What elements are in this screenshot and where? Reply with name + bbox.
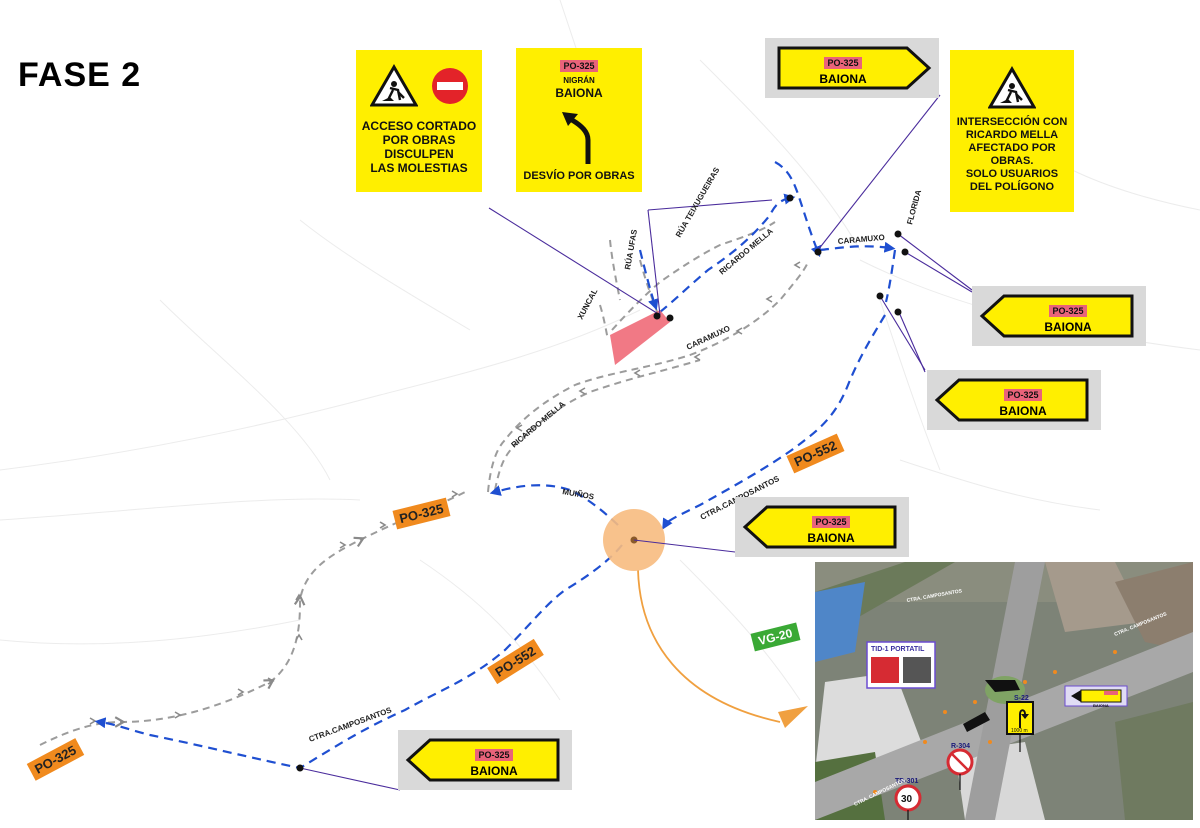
street-label-xuncal: XUNCAL [576, 287, 600, 321]
aerial-inset-map: TID-1 PORTATIL S-22 1000 m R-304 TR-301 … [815, 562, 1193, 820]
direction-sign-right2-box: PO-325 BAIONA [927, 370, 1101, 430]
junction-points [296, 194, 909, 772]
direction-sign-mid-box: PO-325 BAIONA [735, 497, 909, 557]
sign-intersection-line-1: INTERSECCIÓN CON [956, 116, 1068, 128]
sign-intersection-line-4: OBRAS. [990, 155, 1034, 167]
sign-road-closed-icons [356, 50, 482, 110]
street-label-caramuxo-mid: CARAMUXO [685, 324, 731, 352]
direction-sign-bottom-code: PO-325 [475, 749, 513, 761]
sign-intersection-line-6: DEL POLÍGONO [969, 181, 1055, 193]
no-entry-icon [432, 68, 468, 104]
roadworks-warning-icon [988, 66, 1036, 109]
inset-s22-label: S-22 [1014, 695, 1029, 702]
sign-detour-line-1: NIGRÁN [563, 76, 595, 85]
sign-intersection-text: INTERSECCIÓN CON RICARDO MELLA AFECTADO … [950, 116, 1074, 194]
sign-road-closed-line-1: ACCESO CORTADO [361, 119, 477, 133]
street-label-rua-teixugueiras: RÚA TEIXUGUEIRAS [674, 165, 722, 239]
sign-road-closed-line-2: POR OBRAS [382, 133, 456, 147]
sign-road-closed-text: ACCESO CORTADO POR OBRAS DISCULPEN LAS M… [356, 119, 482, 175]
inset-tr301-label: TR-301 [895, 778, 918, 785]
sign-intersection: INTERSECCIÓN CON RICARDO MELLA AFECTADO … [950, 50, 1074, 212]
direction-sign-right1-code: PO-325 [1049, 305, 1087, 317]
street-label-rua-ufas: RÚA UFAS [623, 228, 639, 270]
sign-intersection-line-2: RICARDO MELLA [965, 129, 1059, 141]
street-label-caramuxo-top: CARAMUXO [837, 233, 885, 246]
sign-road-closed-line-4: LAS MOLESTIAS [370, 161, 468, 175]
phase-title: FASE 2 [18, 56, 142, 94]
sign-intersection-line-5: SOLO USUARIOS [965, 168, 1059, 180]
vg20-link-curve [637, 569, 781, 723]
direction-sign-top-dest: BAIONA [819, 72, 867, 86]
roadworks-warning-icon [370, 64, 418, 107]
street-label-florida: FLORIDA [905, 189, 923, 226]
closed-area [610, 310, 670, 365]
direction-sign-top-code: PO-325 [824, 57, 862, 69]
inset-portatil-label: TID-1 PORTATIL [871, 646, 925, 653]
street-label-muinos: MUIÑOS [562, 487, 596, 502]
direction-sign-top-box: PO-325 BAIONA [765, 38, 939, 98]
sign-pointer-lines [299, 94, 973, 791]
street-label-ricardo-mella-top: RICARDO MELLA [718, 226, 775, 276]
vg20-link-arrowhead [778, 706, 808, 728]
sign-intersection-line-3: AFECTADO POR [968, 142, 1056, 154]
closed-road-grey [39, 221, 809, 746]
direction-sign-right1-box: PO-325 BAIONA [972, 286, 1146, 346]
direction-sign-right2-dest: BAIONA [999, 404, 1047, 418]
sign-detour-footer: DESVÍO POR OBRAS [523, 170, 635, 182]
direction-sign-right2-code: PO-325 [1004, 389, 1042, 401]
sign-detour: PO-325 NIGRÁN BAIONA DESVÍO POR OBRAS [516, 48, 642, 192]
inset-mini-sign-dest: BAIONA [1093, 703, 1109, 708]
sign-detour-line-2: BAIONA [555, 86, 603, 100]
curved-arrow-left-icon [562, 112, 591, 164]
inset-r304-label: R-304 [951, 743, 970, 750]
direction-sign-mid-dest: BAIONA [807, 531, 855, 545]
direction-sign-right1-dest: BAIONA [1044, 320, 1092, 334]
sign-road-closed: ACCESO CORTADO POR OBRAS DISCULPEN LAS M… [356, 50, 482, 192]
detour-route-blue [94, 161, 897, 770]
inset-speed-limit: 30 [901, 794, 913, 805]
direction-sign-bottom-dest: BAIONA [470, 764, 518, 778]
sign-road-closed-line-3: DISCULPEN [384, 147, 454, 161]
closed-road-chevrons [89, 261, 801, 725]
direction-sign-mid-code: PO-325 [812, 516, 850, 528]
aerial-inset: TID-1 PORTATIL S-22 1000 m R-304 TR-301 … [815, 562, 1193, 820]
sign-detour-road-code: PO-325 [560, 60, 598, 72]
direction-sign-bottom-box: PO-325 BAIONA [398, 730, 572, 790]
inset-s22-sub: 1000 m [1011, 728, 1028, 734]
